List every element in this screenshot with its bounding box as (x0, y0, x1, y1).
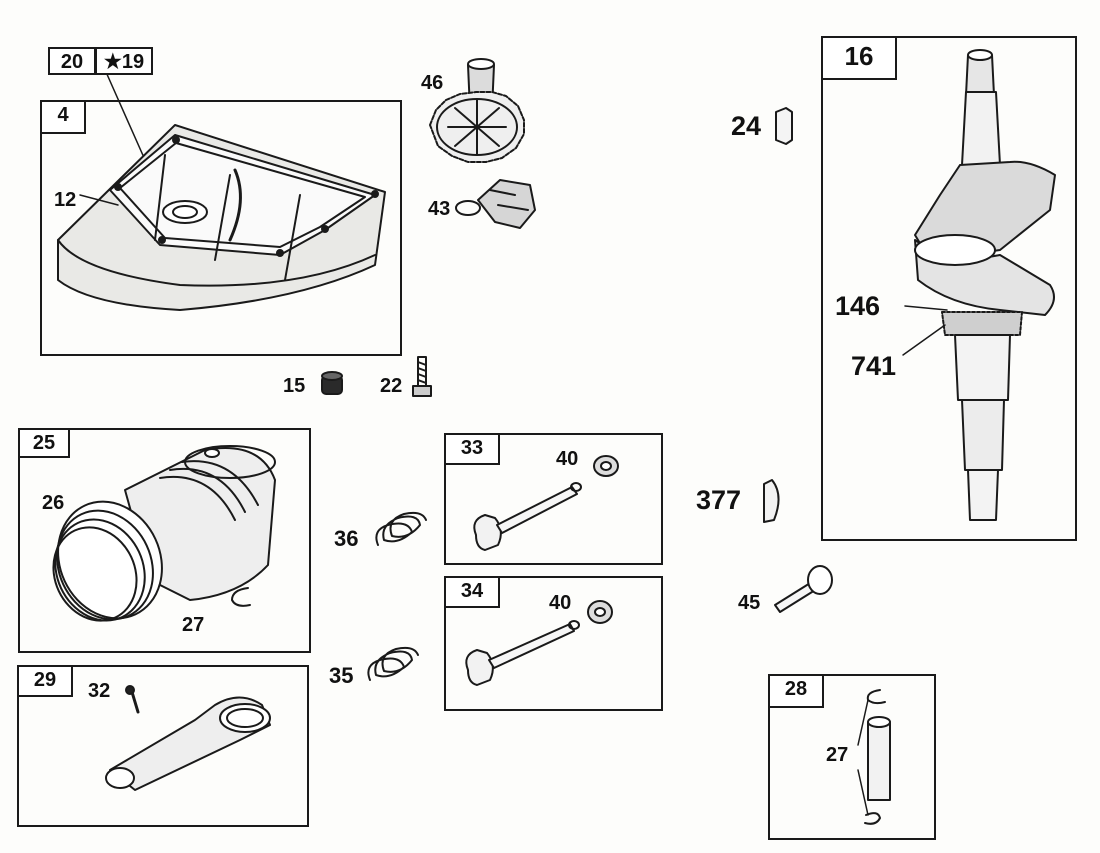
part-40-label-exhaust: 40 (556, 448, 579, 470)
part-24-label: 24 (731, 111, 762, 141)
part-32-label: 32 (88, 680, 111, 702)
part-27-label-pin: 27 (826, 744, 849, 766)
part-45-label: 45 (738, 592, 761, 614)
group-16-tag: 16 (821, 36, 897, 80)
group-33-tag: 33 (444, 433, 500, 465)
part-15-label: 15 (283, 375, 306, 397)
screw-drawing (412, 356, 432, 397)
valve-spring-36-drawing (375, 511, 427, 546)
group-28-tag: 28 (768, 674, 824, 708)
group-34-tag: 34 (444, 576, 500, 608)
group-25-box (18, 428, 311, 653)
connecting-rod-drawing (105, 685, 271, 791)
part-146-label: 146 (835, 291, 881, 321)
part-12-label: 12 (54, 189, 77, 211)
part-22-label: 22 (380, 375, 403, 397)
part-20-tag: 20 (48, 47, 96, 75)
cam-gear-drawing (429, 58, 525, 163)
piston-pin-drawing (857, 689, 891, 825)
part-36-label: 36 (334, 526, 359, 551)
part-19-tag: ★19 (95, 47, 153, 75)
group-34-box (444, 576, 663, 711)
woodruff-key-drawing (763, 479, 780, 523)
piston-drawing (52, 445, 276, 622)
plug-drawing (321, 371, 343, 395)
part-26-label: 26 (42, 492, 65, 514)
key-drawing (775, 107, 793, 145)
group-4-tag: 4 (40, 100, 86, 134)
part-35-label: 35 (329, 663, 354, 688)
group-28-box (768, 674, 936, 840)
sump-cover-drawing (57, 124, 386, 311)
crankshaft-drawing (902, 49, 1056, 521)
part-27-label-piston: 27 (182, 614, 205, 636)
group-4-box (40, 100, 402, 356)
part-43-label: 43 (428, 198, 451, 220)
tappet-drawing (774, 565, 833, 613)
part-377-label: 377 (696, 485, 742, 515)
valve-spring-35-drawing (367, 646, 419, 681)
group-33-box (444, 433, 663, 565)
group-29-box (17, 665, 309, 827)
part-40-label-intake: 40 (549, 592, 572, 614)
governor-drawing (455, 179, 536, 229)
part-46-label: 46 (421, 72, 444, 94)
exhaust-valve-drawing (473, 455, 619, 551)
part-741-label: 741 (851, 351, 897, 381)
group-29-tag: 29 (17, 665, 73, 697)
group-25-tag: 25 (18, 428, 70, 458)
group-16-box (821, 36, 1077, 541)
intake-valve-drawing (465, 600, 613, 686)
